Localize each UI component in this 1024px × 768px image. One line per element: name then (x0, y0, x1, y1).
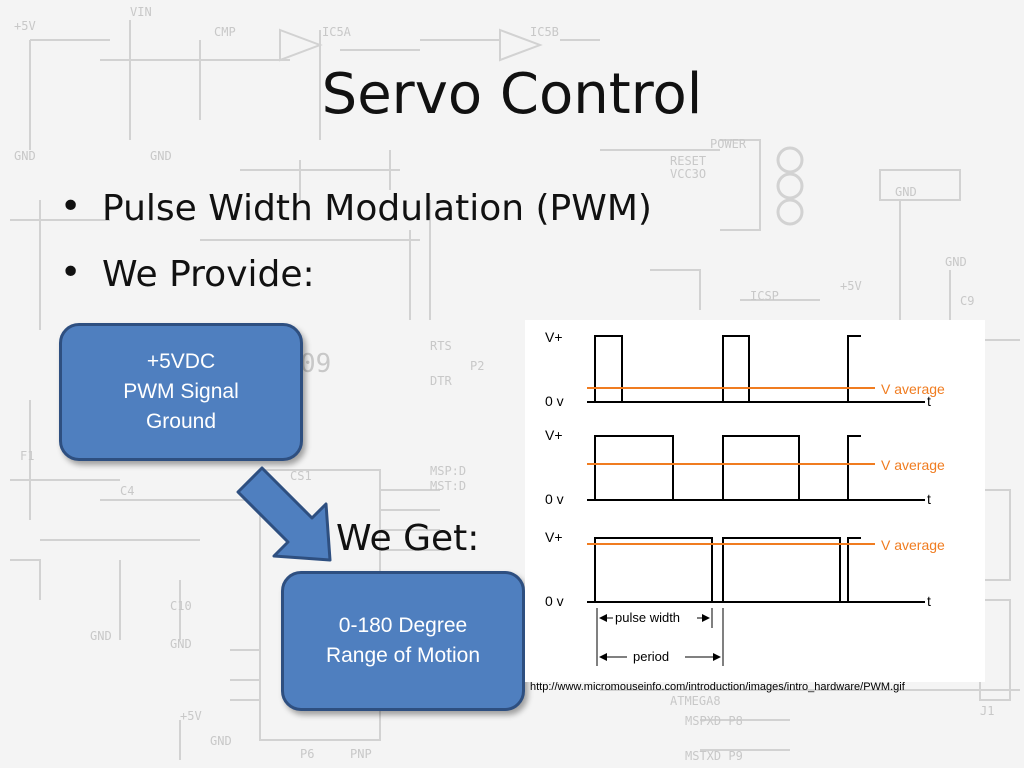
svg-text:09: 09 (300, 349, 331, 379)
v-average-label: V average (881, 537, 945, 553)
bullet-dot-icon: • (60, 252, 82, 293)
v-average-label: V average (881, 381, 945, 397)
svg-text:GND: GND (945, 255, 967, 269)
get-box: 0-180 Degree Range of Motion (281, 571, 525, 711)
provide-line-pwm: PWM Signal (123, 380, 239, 403)
svg-text:GND: GND (895, 185, 917, 199)
zero-volt-label: 0 v (545, 491, 564, 507)
pwm-waveform-diagram: V+ 0 v t V average V+ 0 v t V average V+… (525, 320, 985, 682)
svg-text:P2: P2 (470, 359, 484, 373)
svg-text:C10: C10 (170, 599, 192, 613)
svg-text:GND: GND (150, 149, 172, 163)
t-label: t (927, 393, 931, 409)
svg-text:GND: GND (210, 734, 232, 748)
zero-volt-label: 0 v (545, 393, 564, 409)
svg-text:ATMEGA8: ATMEGA8 (670, 694, 721, 708)
svg-text:DTR: DTR (430, 374, 452, 388)
t-label: t (927, 593, 931, 609)
t-label: t (927, 491, 931, 507)
pwm-wave-short (594, 335, 861, 402)
svg-text:MSTXD P9: MSTXD P9 (685, 749, 743, 763)
get-line-degree: 0-180 Degree (338, 614, 468, 637)
v-plus-label: V+ (545, 529, 563, 545)
bullet-item-we-provide: • We Provide: (60, 252, 652, 320)
svg-text:VCC3O: VCC3O (670, 167, 706, 181)
pwm-wave-medium (594, 435, 861, 500)
svg-text:IC5A: IC5A (322, 25, 352, 39)
zero-volt-label: 0 v (545, 593, 564, 609)
svg-text:F1: F1 (20, 449, 34, 463)
svg-text:P6: P6 (300, 747, 314, 761)
v-plus-label: V+ (545, 427, 563, 443)
get-line-motion: Range of Motion (325, 644, 481, 667)
bullet-text: We Provide: (102, 254, 315, 295)
svg-text:PNP: PNP (350, 747, 372, 761)
slide-title: Servo Control (321, 62, 703, 127)
svg-text:MST:D: MST:D (430, 479, 466, 493)
svg-text:C4: C4 (120, 484, 134, 498)
svg-text:GND: GND (14, 149, 36, 163)
v-average-label: V average (881, 457, 945, 473)
bullet-list: • Pulse Width Modulation (PWM) • We Prov… (60, 186, 652, 320)
period-label: period (633, 649, 669, 664)
pwm-wave-long (594, 537, 861, 602)
svg-text:POWER: POWER (710, 137, 747, 151)
svg-text:CS1: CS1 (290, 469, 312, 483)
v-plus-label: V+ (545, 329, 563, 345)
svg-text:+5V: +5V (14, 19, 36, 33)
svg-text:RTS: RTS (430, 339, 452, 353)
svg-text:CMP: CMP (214, 25, 236, 39)
bullet-item-pwm: • Pulse Width Modulation (PWM) (60, 186, 652, 254)
bullet-dot-icon: • (60, 186, 82, 227)
svg-text:GND: GND (170, 637, 192, 651)
svg-text:C9: C9 (960, 294, 974, 308)
svg-text:IC5B: IC5B (530, 25, 559, 39)
pulse-width-label: pulse width (615, 610, 680, 625)
down-right-arrow-icon (236, 466, 332, 562)
svg-text:+5V: +5V (840, 279, 862, 293)
provide-box: +5VDC PWM Signal Ground (59, 323, 303, 461)
svg-text:ICSP: ICSP (750, 289, 779, 303)
svg-text:VIN: VIN (130, 5, 152, 19)
svg-text:J1: J1 (980, 704, 994, 718)
svg-text:GND: GND (90, 629, 112, 643)
svg-text:MSPXD P8: MSPXD P8 (685, 714, 743, 728)
svg-text:RESET: RESET (670, 154, 706, 168)
svg-text:MSP:D: MSP:D (430, 464, 466, 478)
provide-line-power: +5VDC (146, 350, 216, 373)
we-get-label: We Get: (336, 518, 480, 559)
provide-line-ground: Ground (145, 410, 217, 433)
svg-text:+5V: +5V (180, 709, 202, 723)
bullet-text: Pulse Width Modulation (PWM) (102, 188, 652, 229)
source-url: http://www.micromouseinfo.com/introducti… (530, 681, 905, 693)
